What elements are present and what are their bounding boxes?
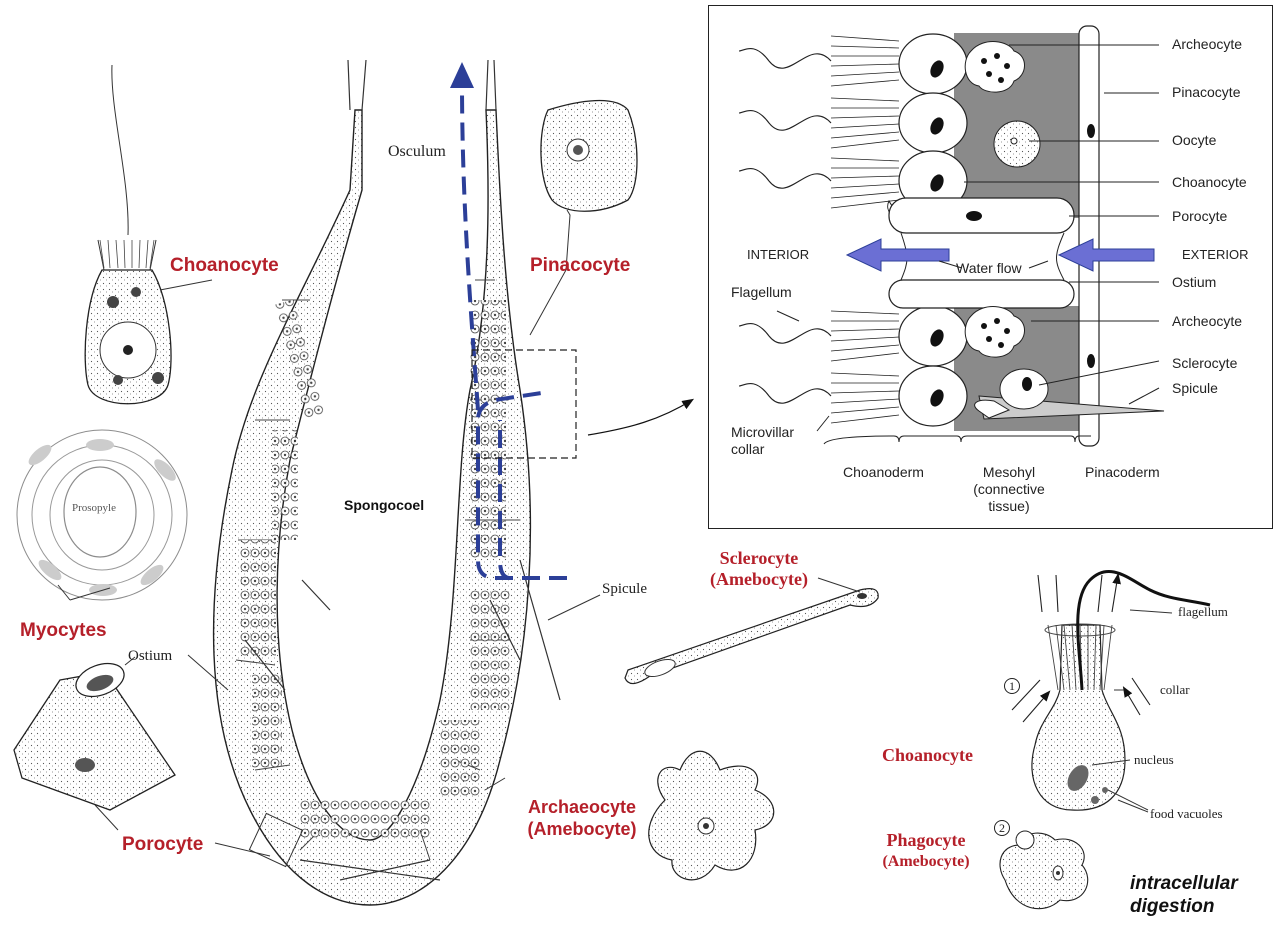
caption-line2: digestion <box>1130 895 1238 918</box>
pinacocyte-drawing <box>541 101 637 212</box>
prosopyle-label: Prosopyle <box>72 502 116 514</box>
inset-archeocyte-top: Archeocyte <box>1172 36 1242 52</box>
porocyte-label: Porocyte <box>122 834 203 856</box>
sclerocyte-label: Sclerocyte (Amebocyte) <box>700 548 818 590</box>
inset-pinacocyte: Pinacocyte <box>1172 84 1240 100</box>
inset-choanoderm: Choanoderm <box>843 464 924 480</box>
myocytes-drawing <box>17 430 187 600</box>
br-step-1: 1 <box>1004 678 1020 694</box>
br-phagocyte-line2: (Amebocyte) <box>868 851 984 872</box>
inset-porocyte: Porocyte <box>1172 208 1227 224</box>
inset-mesohyl: Mesohyl (connective tissue) <box>961 464 1057 515</box>
sponge-body <box>214 60 560 905</box>
inset-mesohyl-line1: Mesohyl <box>961 464 1057 481</box>
inset-oocyte: Oocyte <box>1172 132 1216 148</box>
choanocyte-label: Choanocyte <box>170 255 279 277</box>
br-phagocyte-line1: Phagocyte <box>868 830 984 851</box>
archaeocyte-label: Archaeocyte (Amebocyte) <box>512 796 652 840</box>
br-food-vacuoles: food vacuoles <box>1150 806 1223 822</box>
inset-microvillar-line2: collar <box>731 441 794 458</box>
br-nucleus: nucleus <box>1134 752 1174 768</box>
tissue-inset: Archeocyte Pinacocyte Oocyte Choanocyte … <box>708 5 1273 529</box>
archaeocyte-label-line2: (Amebocyte) <box>512 818 652 840</box>
inset-sclerocyte: Sclerocyte <box>1172 355 1237 371</box>
archaeocyte-label-line1: Archaeocyte <box>512 796 652 818</box>
inset-flagellum: Flagellum <box>731 284 792 300</box>
br-phagocyte-label: Phagocyte (Amebocyte) <box>868 830 984 872</box>
br-flagellum: flagellum <box>1178 604 1228 620</box>
br-collar: collar <box>1160 682 1190 698</box>
choanocyte-drawing <box>85 65 171 404</box>
inset-choanocyte: Choanocyte <box>1172 174 1247 190</box>
inset-water-flow: Water flow <box>956 260 1022 276</box>
inset-exterior: EXTERIOR <box>1182 247 1248 262</box>
inset-mesohyl-line3: tissue) <box>961 498 1057 515</box>
sclerocyte-label-line2: (Amebocyte) <box>700 569 818 590</box>
porocyte-drawing <box>14 657 175 810</box>
zoom-arrow <box>588 400 692 435</box>
br-choanocyte-label: Choanocyte <box>882 745 973 766</box>
inset-microvillar-collar: Microvillar collar <box>731 424 794 458</box>
inset-interior: INTERIOR <box>747 247 809 262</box>
inset-pinacoderm: Pinacoderm <box>1085 464 1160 480</box>
myocytes-label: Myocytes <box>20 620 107 642</box>
intracellular-digestion-caption: intracellular digestion <box>1130 872 1238 918</box>
feeding-choanocyte-drawing <box>1000 571 1210 908</box>
ostium-label: Ostium <box>128 648 172 665</box>
sclerocyte-drawing <box>625 589 878 684</box>
water-flow-arrowhead <box>450 62 474 88</box>
inset-ostium: Ostium <box>1172 274 1216 290</box>
caption-line1: intracellular <box>1130 872 1238 895</box>
inset-archeocyte-bottom: Archeocyte <box>1172 313 1242 329</box>
inset-mesohyl-line2: (connective <box>961 481 1057 498</box>
archaeocyte-drawing <box>649 751 774 880</box>
spongocoel-label: Spongocoel <box>344 497 424 513</box>
pinacocyte-label: Pinacocyte <box>530 255 630 277</box>
br-step-2: 2 <box>994 820 1010 836</box>
sclerocyte-label-line1: Sclerocyte <box>700 548 818 569</box>
inset-microvillar-line1: Microvillar <box>731 424 794 441</box>
inset-spicule: Spicule <box>1172 380 1218 396</box>
spicule-label: Spicule <box>602 581 647 598</box>
osculum-label: Osculum <box>388 143 446 161</box>
